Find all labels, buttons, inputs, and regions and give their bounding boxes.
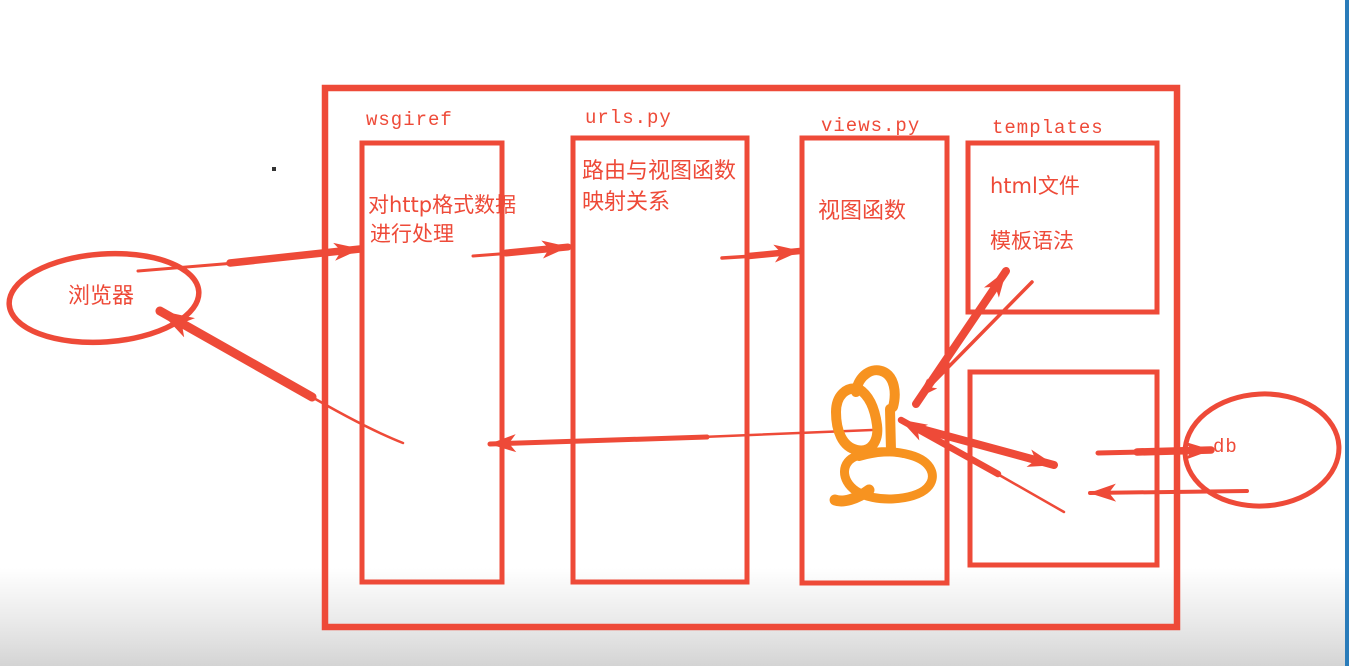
cursor-dot <box>272 167 276 171</box>
views-body: 视图函数 <box>818 199 907 224</box>
window-edge-line <box>1345 0 1349 666</box>
storage-box <box>967 369 1160 568</box>
arrow-wsgiref-to-urls <box>471 240 572 259</box>
browser-label: 浏览器 <box>68 284 135 309</box>
wsgiref-body-line1: 对http格式数据 <box>368 193 517 217</box>
templates-title: templates <box>992 117 1104 139</box>
orange-doodle <box>829 365 937 507</box>
arrow-views-to-storage <box>910 423 1058 469</box>
wsgiref-title: wsgiref <box>366 109 453 131</box>
browser-ellipse <box>6 250 202 346</box>
urls-body-line1: 路由与视图函数 <box>582 159 737 184</box>
outer-frame-box <box>321 84 1181 631</box>
arrow-to-db <box>1095 441 1215 460</box>
urls-box <box>570 135 750 585</box>
wsgiref-box <box>359 140 505 585</box>
urls-title: urls.py <box>585 107 672 129</box>
urls-body-line2: 映射关系 <box>582 190 671 215</box>
templates-body-line2: 模板语法 <box>990 229 1074 253</box>
arrow-urls-to-views <box>720 244 804 263</box>
templates-box <box>965 140 1160 315</box>
arrow-browser-to-wsgiref <box>136 242 364 273</box>
views-title: views.py <box>821 115 921 137</box>
arrow-views-to-wsgiref-return <box>487 428 874 453</box>
arrow-from-db <box>1088 483 1249 502</box>
templates-body-line1: html文件 <box>990 174 1080 198</box>
db-label: db <box>1213 436 1238 458</box>
arrow-templates-to-views <box>917 280 1034 399</box>
arrow-return-to-browser <box>155 306 405 445</box>
wsgiref-body-line2: 进行处理 <box>370 222 454 246</box>
